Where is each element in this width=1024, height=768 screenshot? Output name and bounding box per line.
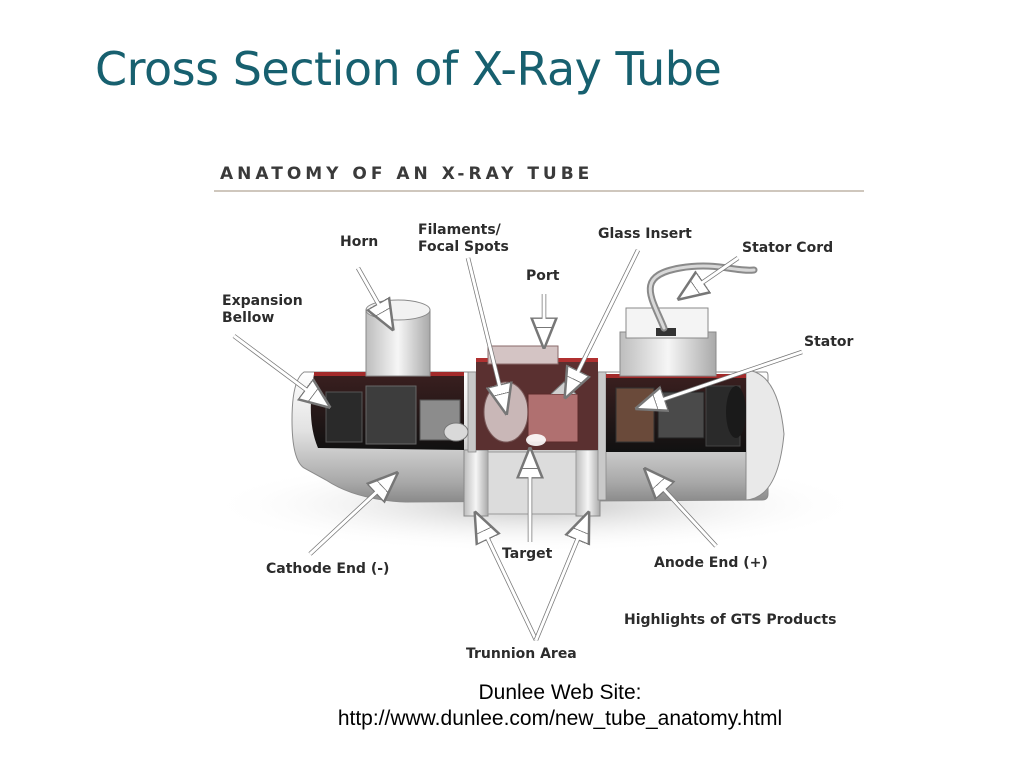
slide-title: Cross Section of X-Ray Tube [95, 42, 722, 96]
collar-left [463, 449, 489, 517]
figure-heading-rule [214, 190, 864, 192]
label-cathode-end: Cathode End (-) [266, 561, 390, 577]
caption-url: http://www.dunlee.com/new_tube_anatomy.h… [337, 707, 783, 730]
source-caption: Dunlee Web Site: http://www.dunlee.com/n… [230, 680, 890, 732]
caption-line1: Dunlee Web Site: [478, 681, 642, 704]
label-stator: Stator [804, 334, 854, 350]
label-highlights: Highlights of GTS Products [624, 612, 837, 628]
label-expansion-bellow: Expansion Bellow [222, 293, 303, 327]
label-expansion-line2: Bellow [222, 310, 275, 326]
label-stator-cord: Stator Cord [742, 240, 834, 256]
label-horn: Horn [340, 234, 379, 250]
label-anode-end: Anode End (+) [654, 555, 768, 571]
label-target: Target [502, 546, 553, 562]
label-port: Port [526, 268, 560, 284]
label-filaments-line2: Focal Spots [418, 239, 509, 255]
label-trunnion-area: Trunnion Area [466, 646, 577, 662]
collar-right [575, 449, 601, 517]
figure-heading: ANATOMY OF AN X-RAY TUBE [220, 164, 594, 184]
horn [365, 299, 431, 377]
label-filaments-line1: Filaments/ [418, 222, 501, 238]
label-filaments: Filaments/ Focal Spots [418, 222, 509, 256]
label-expansion-line1: Expansion [222, 293, 303, 309]
xray-tube-figure: ANATOMY OF AN X-RAY TUBE Horn Filaments/… [206, 150, 872, 666]
stator-housing [619, 307, 717, 377]
label-glass-insert: Glass Insert [598, 226, 692, 242]
xray-tube-illustration [206, 249, 866, 641]
port-housing [487, 345, 559, 365]
leader-arrows [232, 249, 803, 641]
